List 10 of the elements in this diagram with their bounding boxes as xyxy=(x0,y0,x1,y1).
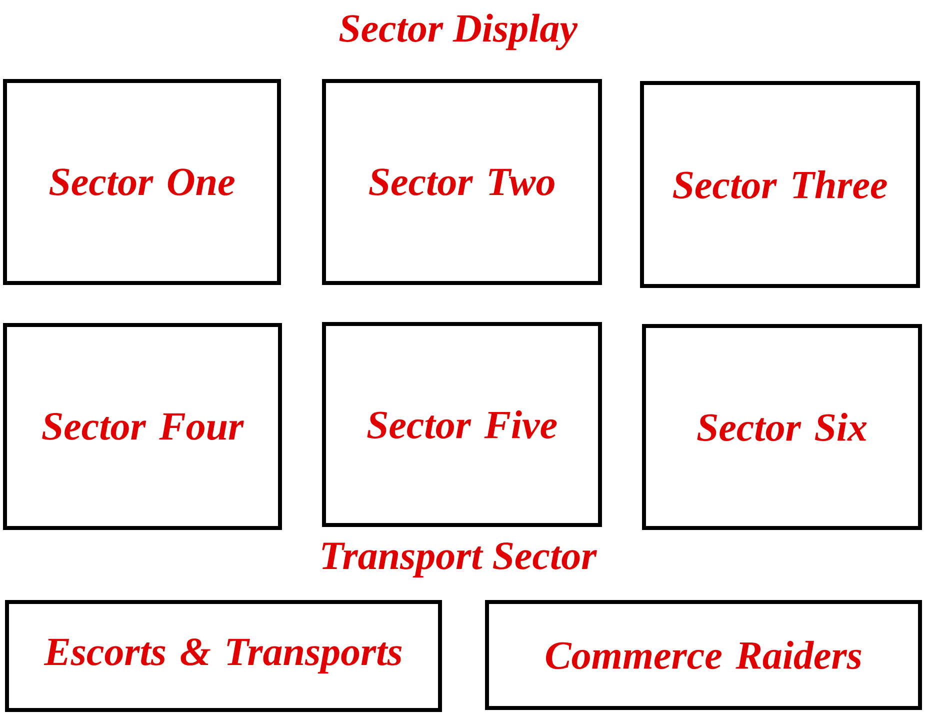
sector-box: Sector Two xyxy=(322,79,602,285)
sector-box: Sector Three xyxy=(640,81,920,288)
section-heading: Transport Sector xyxy=(322,542,597,578)
sector-box: Sector Five xyxy=(322,322,602,527)
sector-box: Sector Six xyxy=(642,324,922,530)
sector-box: Sector One xyxy=(3,79,281,285)
sector-box: Sector Four xyxy=(3,323,282,530)
title: Sector Display xyxy=(339,14,578,50)
sector-box: Commerce Raiders xyxy=(485,600,922,710)
sector-box: Escorts & Transports xyxy=(5,600,442,712)
